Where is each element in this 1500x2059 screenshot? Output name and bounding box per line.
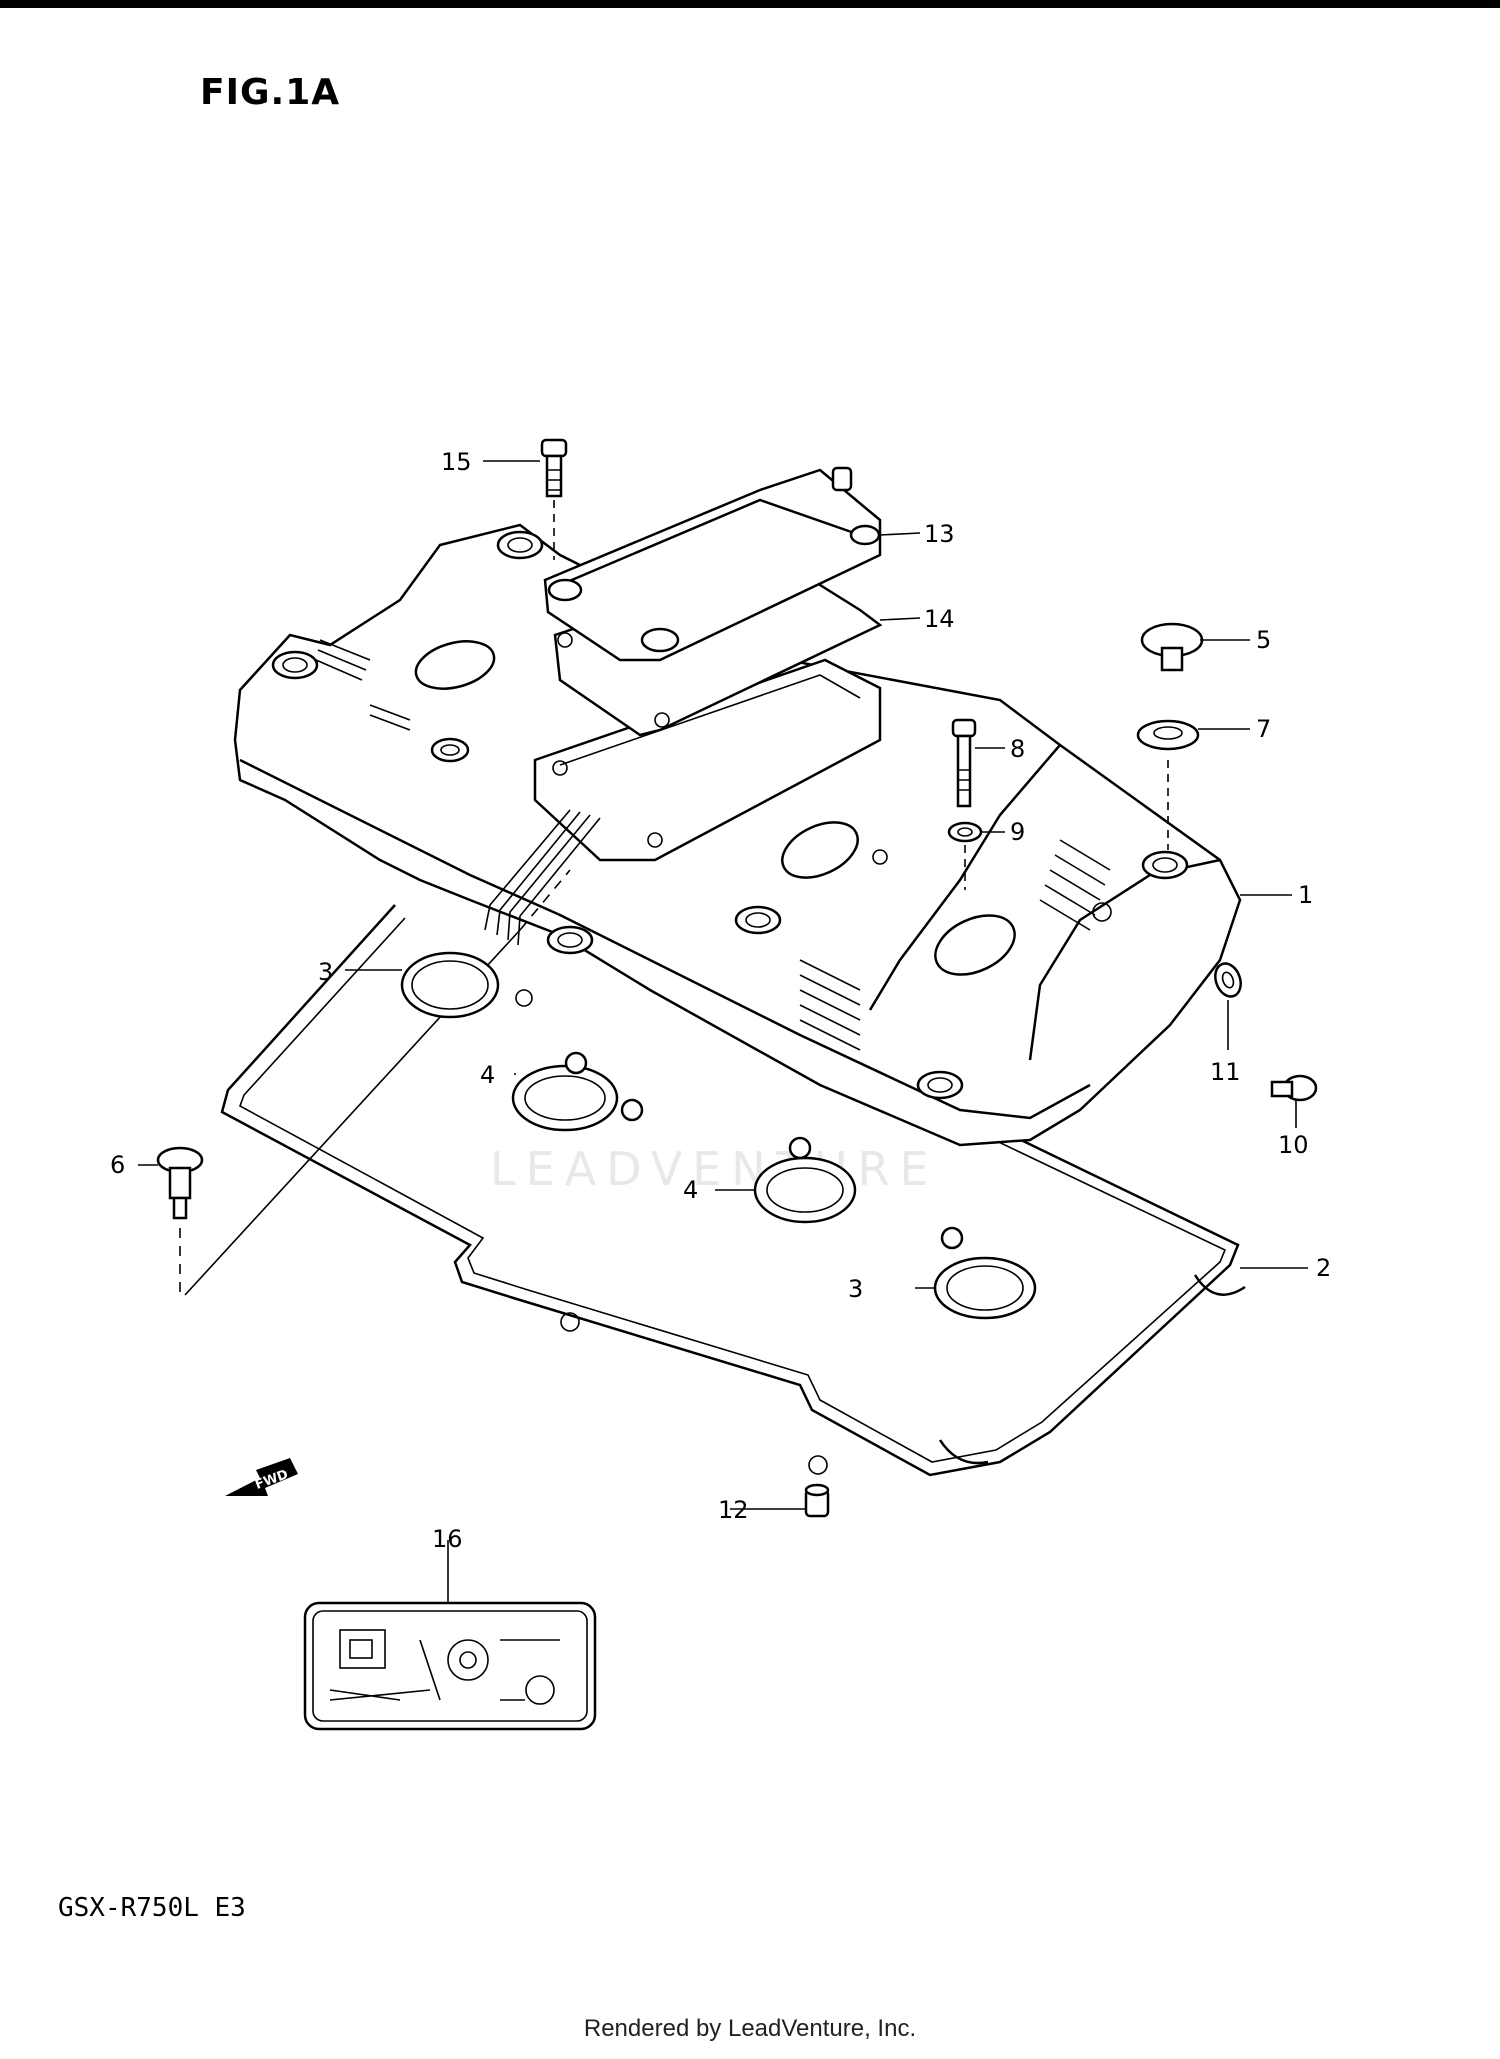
bolt-8 bbox=[951, 718, 977, 808]
callout-13: 13 bbox=[924, 520, 955, 548]
callout-7: 7 bbox=[1256, 715, 1271, 743]
washer-11 bbox=[1214, 962, 1242, 998]
callout-11: 11 bbox=[1210, 1058, 1241, 1086]
callout-3b: 3 bbox=[848, 1275, 863, 1303]
plug-hole-gasket-3a bbox=[400, 951, 500, 1019]
callout-14: 14 bbox=[924, 605, 955, 633]
cushion-washer-7 bbox=[1136, 719, 1200, 850]
forward-direction-arrow: FWD bbox=[225, 1458, 298, 1496]
screw-10 bbox=[1270, 1074, 1318, 1102]
footer-credit: Rendered by LeadVenture, Inc. bbox=[583, 2015, 917, 2042]
plug-hole-gasket-4b bbox=[753, 1136, 857, 1224]
callout-numbers: 15 13 14 5 7 8 9 1 11 10 3 4 4 6 3 2 12 … bbox=[110, 448, 1331, 1553]
cylinder-head-cover bbox=[233, 523, 1242, 1147]
dowel-pin-12 bbox=[804, 1483, 830, 1518]
callout-15: 15 bbox=[441, 448, 472, 476]
callout-6: 6 bbox=[110, 1151, 125, 1179]
breather-cover-plate bbox=[484, 658, 882, 946]
callout-10: 10 bbox=[1278, 1131, 1309, 1159]
callout-5: 5 bbox=[1256, 626, 1271, 654]
bolt-5 bbox=[1140, 622, 1204, 672]
callout-4b: 4 bbox=[683, 1176, 698, 1204]
bolt-6 bbox=[156, 869, 571, 1296]
breather-cover bbox=[543, 466, 882, 662]
bolt-15 bbox=[540, 438, 568, 560]
callout-16: 16 bbox=[432, 1525, 463, 1553]
washer-9 bbox=[947, 821, 983, 890]
callout-1: 1 bbox=[1298, 881, 1313, 909]
callout-4a: 4 bbox=[480, 1061, 495, 1089]
plug-hole-gasket-3b bbox=[933, 1226, 1037, 1320]
callout-12: 12 bbox=[718, 1496, 749, 1524]
callout-8: 8 bbox=[1010, 735, 1025, 763]
figure-title: FIG.1A bbox=[200, 72, 341, 113]
cylinder-head-cover-gasket bbox=[220, 904, 1246, 1477]
plug-hole-gasket-4a bbox=[511, 1051, 644, 1132]
cooling-fins bbox=[315, 639, 1111, 1051]
gasket-set-16 bbox=[303, 1601, 597, 1731]
callout-3a: 3 bbox=[318, 958, 333, 986]
callout-9: 9 bbox=[1010, 818, 1025, 846]
callout-2: 2 bbox=[1316, 1254, 1331, 1282]
leader-lines bbox=[138, 460, 1308, 1603]
top-border bbox=[0, 0, 1500, 8]
model-code: GSX-R750L E3 bbox=[58, 1893, 246, 1923]
